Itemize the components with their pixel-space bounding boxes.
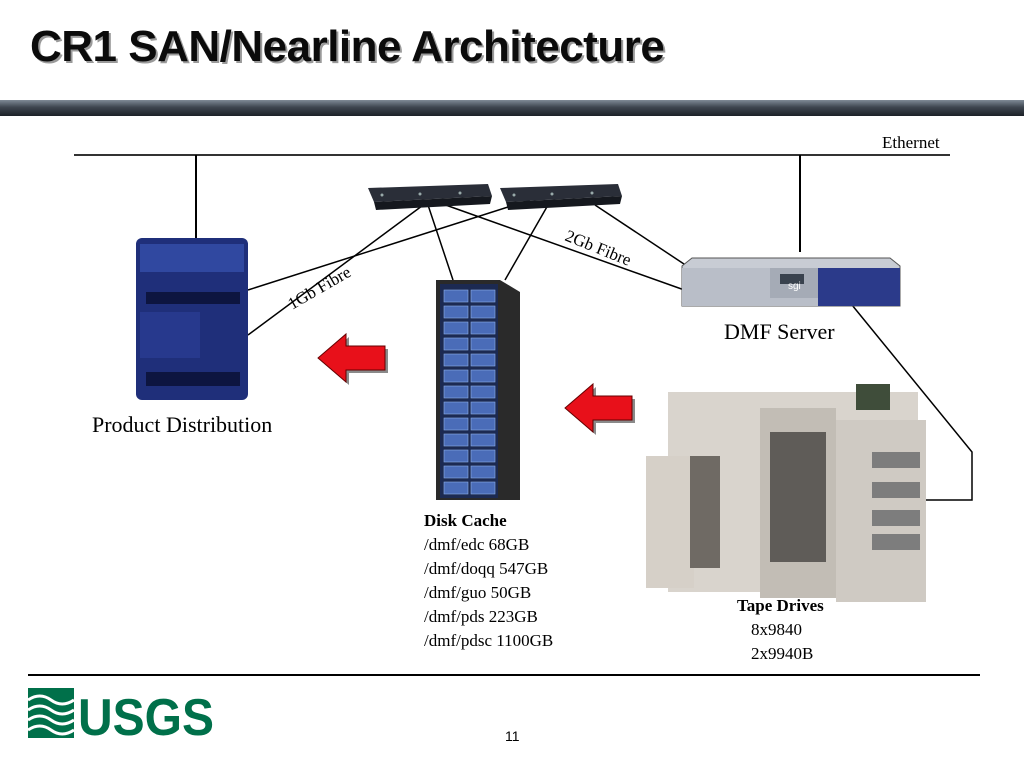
- fibre-product-switch1: [247, 199, 431, 336]
- usgs-logo: USGS: [27, 688, 228, 747]
- disk-cache-item: /dmf/doqq 547GB: [424, 559, 549, 578]
- fibre-switch1-disk: [427, 204, 454, 281]
- arrow-to-product-distribution: [317, 332, 388, 385]
- rack-drive-slot: [470, 305, 496, 319]
- arrow-to-disk-cache: [564, 382, 635, 435]
- rack-drive-slot: [443, 305, 469, 319]
- rack-drive-slot: [470, 385, 496, 399]
- disk-cache-item: /dmf/pds 223GB: [424, 607, 538, 626]
- page-number: 11: [505, 728, 520, 744]
- rack-drive-slot: [443, 417, 469, 431]
- dmf-server: [681, 257, 901, 307]
- rack-drive-slot: [470, 481, 496, 495]
- tape-drives-item: 8x9840: [751, 620, 802, 639]
- rack-drive-slot: [470, 337, 496, 351]
- footer-divider: [28, 674, 980, 676]
- rack-drive-slot: [443, 353, 469, 367]
- rack-drive-slot: [470, 433, 496, 447]
- usgs-logo-text: USGS: [78, 689, 214, 742]
- rack-drive-slot: [470, 449, 496, 463]
- tape-drives-item: 2x9940B: [751, 644, 814, 663]
- rack-drive-slot: [470, 353, 496, 367]
- tape-library: [646, 384, 926, 602]
- label-ethernet: Ethernet: [882, 133, 940, 152]
- usgs-wave-icon: USGS: [27, 688, 214, 747]
- server-brand-label: sgi: [788, 281, 801, 292]
- fibre-switch-2: [500, 184, 622, 210]
- rack-drive-slot: [443, 465, 469, 479]
- label-dmf-server: DMF Server: [724, 319, 835, 344]
- fibre-switch-1: [368, 184, 492, 210]
- rack-drive-slot: [470, 369, 496, 383]
- disk-cache-item: /dmf/guo 50GB: [424, 583, 532, 602]
- fibre-switch1-dmf: [439, 202, 691, 293]
- rack-drive-slot: [470, 289, 496, 303]
- disk-cache-heading: Disk Cache: [424, 511, 507, 530]
- rack-drive-slot: [443, 337, 469, 351]
- tape-drives-list: Tape Drives 8x9840 2x9940B: [737, 594, 824, 666]
- rack-drive-slot: [443, 481, 469, 495]
- rack-drive-slot: [443, 401, 469, 415]
- rack-drive-slot: [443, 369, 469, 383]
- tape-drives-heading: Tape Drives: [737, 596, 824, 615]
- disk-cache-list: Disk Cache /dmf/edc 68GB /dmf/doqq 547GB…: [424, 509, 553, 653]
- rack-drive-slot: [443, 289, 469, 303]
- rack-drive-slot: [470, 417, 496, 431]
- rack-slots: [443, 289, 496, 495]
- fibre-product-switch2: [247, 199, 531, 291]
- fibre-switch2-dmf: [594, 204, 691, 269]
- disk-cache-item: /dmf/pdsc 1100GB: [424, 631, 554, 650]
- rack-drive-slot: [443, 449, 469, 463]
- fibre-switch2-disk: [504, 204, 549, 281]
- rack-drive-slot: [470, 465, 496, 479]
- rack-drive-slot: [443, 385, 469, 399]
- rack-drive-slot: [443, 321, 469, 335]
- fibre-dmf-tape: [851, 304, 973, 501]
- label-1gb-fibre: 1Gb Fibre: [285, 262, 355, 313]
- title-divider-bar: [0, 100, 1024, 116]
- rack-drive-slot: [470, 401, 496, 415]
- product-distribution-server: [136, 238, 248, 400]
- disk-cache-item: /dmf/edc 68GB: [424, 535, 530, 554]
- slide-title: CR1 SAN/Nearline Architecture: [30, 22, 665, 71]
- rack-drive-slot: [443, 433, 469, 447]
- label-2gb-fibre: 2Gb Fibre: [563, 226, 634, 270]
- label-product-distribution: Product Distribution: [92, 412, 273, 437]
- rack-drive-slot: [470, 321, 496, 335]
